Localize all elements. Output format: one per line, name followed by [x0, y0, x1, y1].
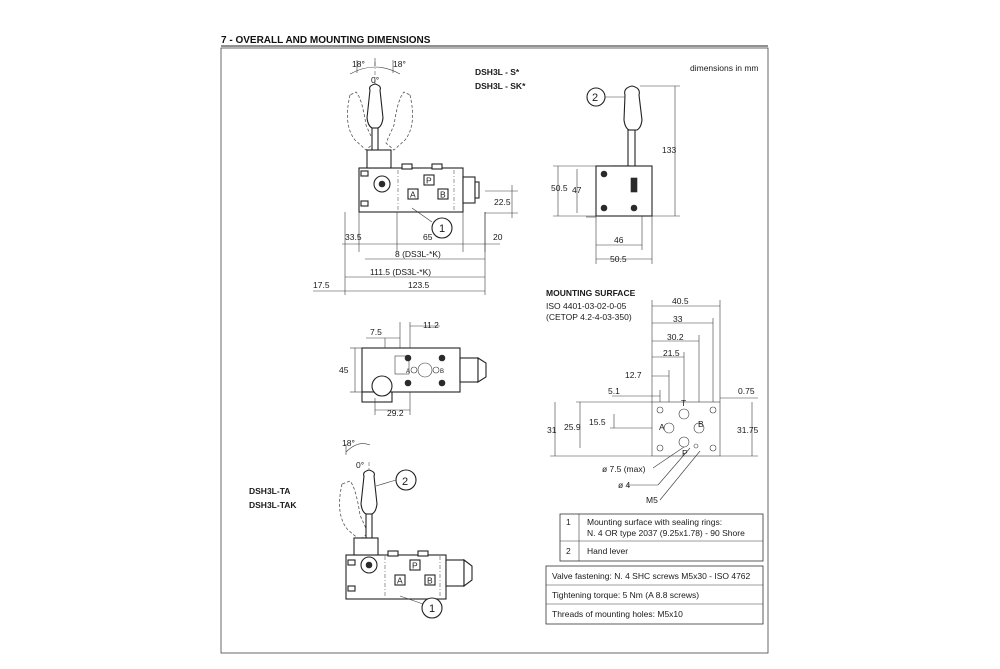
units-note: dimensions in mm [690, 63, 759, 73]
top-port-a: A [410, 190, 416, 200]
model-label-tak: DSH3L-TAK [249, 500, 297, 510]
bottom-callout-2: 2 [402, 476, 408, 488]
dim-33-5: 33.5 [345, 232, 362, 242]
bottom-port-b: B [427, 576, 433, 586]
dim-30-2: 30.2 [667, 332, 684, 342]
ms-port-t: T [681, 398, 686, 408]
mounting-title: MOUNTING SURFACE [546, 288, 636, 298]
plan-view: A B 45 7.5 11.2 29.2 [339, 320, 487, 418]
dim-40-5: 40.5 [672, 296, 689, 306]
note-torque: Tightening torque: 5 Nm (A 8.8 screws) [552, 590, 699, 600]
dim-12-7: 12.7 [625, 370, 642, 380]
dim-50-5: 50.5 [551, 183, 568, 193]
dim-21-5: 21.5 [663, 348, 680, 358]
dim-hole-4: ø 4 [618, 480, 631, 490]
dim-5-1: 5.1 [608, 386, 620, 396]
dim-45: 45 [339, 365, 349, 375]
dim-thread-m5: M5 [646, 495, 658, 505]
dim-31-75: 31.75 [737, 425, 759, 435]
dim-50-5-b: 50.5 [610, 254, 627, 264]
dim-29-2: 29.2 [387, 408, 404, 418]
ms-port-a: A [659, 422, 665, 432]
top-angle-left: 18° [352, 59, 365, 69]
dim-25-9: 25.9 [564, 422, 581, 432]
dim-7-5: 7.5 [370, 327, 382, 337]
top-angle-right: 18° [393, 59, 406, 69]
dim-33: 33 [673, 314, 683, 324]
mounting-cetop: (CETOP 4.2-4-03-350) [546, 312, 632, 322]
dim-65: 65 [423, 232, 433, 242]
dim-15-5: 15.5 [589, 417, 606, 427]
dim-111-5: 111.5 (DS3L-*K) [370, 267, 431, 277]
model-label-s: DSH3L - S* [475, 67, 520, 77]
dim-47: 47 [572, 185, 582, 195]
ms-port-p: P [682, 448, 688, 458]
legend-text-1a: Mounting surface with sealing rings: [587, 517, 722, 527]
dim-31: 31 [547, 425, 557, 435]
plan-port-a: A [406, 369, 410, 375]
section-title: 7 - OVERALL AND MOUNTING DIMENSIONS [221, 35, 431, 46]
legend-text-1b: N. 4 OR type 2037 (9.25x1.78) - 90 Shore [587, 528, 745, 538]
dim-20: 20 [493, 232, 503, 242]
dim-0-75: 0.75 [738, 386, 755, 396]
dim-11-2: 11.2 [423, 320, 439, 330]
dim-17-5: 17.5 [313, 280, 330, 290]
model-label-ta: DSH3L-TA [249, 486, 290, 496]
notes-box: Valve fastening: N. 4 SHC screws M5x30 -… [545, 565, 764, 625]
side-callout-2: 2 [592, 92, 598, 104]
dim-46: 46 [614, 235, 624, 245]
bottom-port-p: P [412, 561, 418, 571]
legend-table: 1 Mounting surface with sealing rings: N… [559, 513, 764, 562]
bottom-callout-1: 1 [429, 603, 435, 615]
top-port-b: B [440, 190, 446, 200]
dim-133: 133 [662, 145, 676, 155]
dim-8-k: 8 (DS3L-*K) [395, 249, 441, 259]
bottom-angle-left: 18° [342, 438, 355, 448]
bottom-angle-zero: 0° [356, 460, 364, 470]
drawing-frame [220, 47, 769, 654]
mounting-standard: ISO 4401-03-02-0-05 [546, 301, 627, 311]
legend-num-2: 2 [566, 546, 571, 556]
dim-22-5: 22.5 [494, 197, 511, 207]
front-view-top: P A B 1 [347, 58, 480, 239]
ms-port-b: B [698, 419, 704, 429]
legend-num-1: 1 [566, 517, 571, 527]
legend-text-2: Hand lever [587, 546, 628, 556]
front-view-dimensions: 22.5 33.5 65 20 8 (DS3L-*K) 111.5 (DS3L-… [313, 59, 518, 295]
side-view: 2 133 50.5 47 46 50.5 [551, 85, 680, 264]
model-label-sk: DSH3L - SK* [475, 81, 526, 91]
top-angle-zero: 0° [371, 75, 379, 85]
top-port-p: P [426, 176, 432, 186]
note-fastening: Valve fastening: N. 4 SHC screws M5x30 -… [552, 571, 751, 581]
top-callout-1: 1 [439, 223, 445, 235]
note-threads: Threads of mounting holes: M5x10 [552, 609, 683, 619]
dim-hole-7-5: ø 7.5 (max) [602, 464, 646, 474]
bottom-port-a: A [397, 576, 403, 586]
front-view-bottom: 18° 0° 2 P A B 1 [339, 438, 473, 619]
mounting-surface-drawing: T A B P 40.5 33 30.2 21.5 12.7 5.1 0.75 … [547, 296, 759, 505]
plan-port-b: B [440, 369, 444, 375]
dim-123-5: 123.5 [408, 280, 430, 290]
